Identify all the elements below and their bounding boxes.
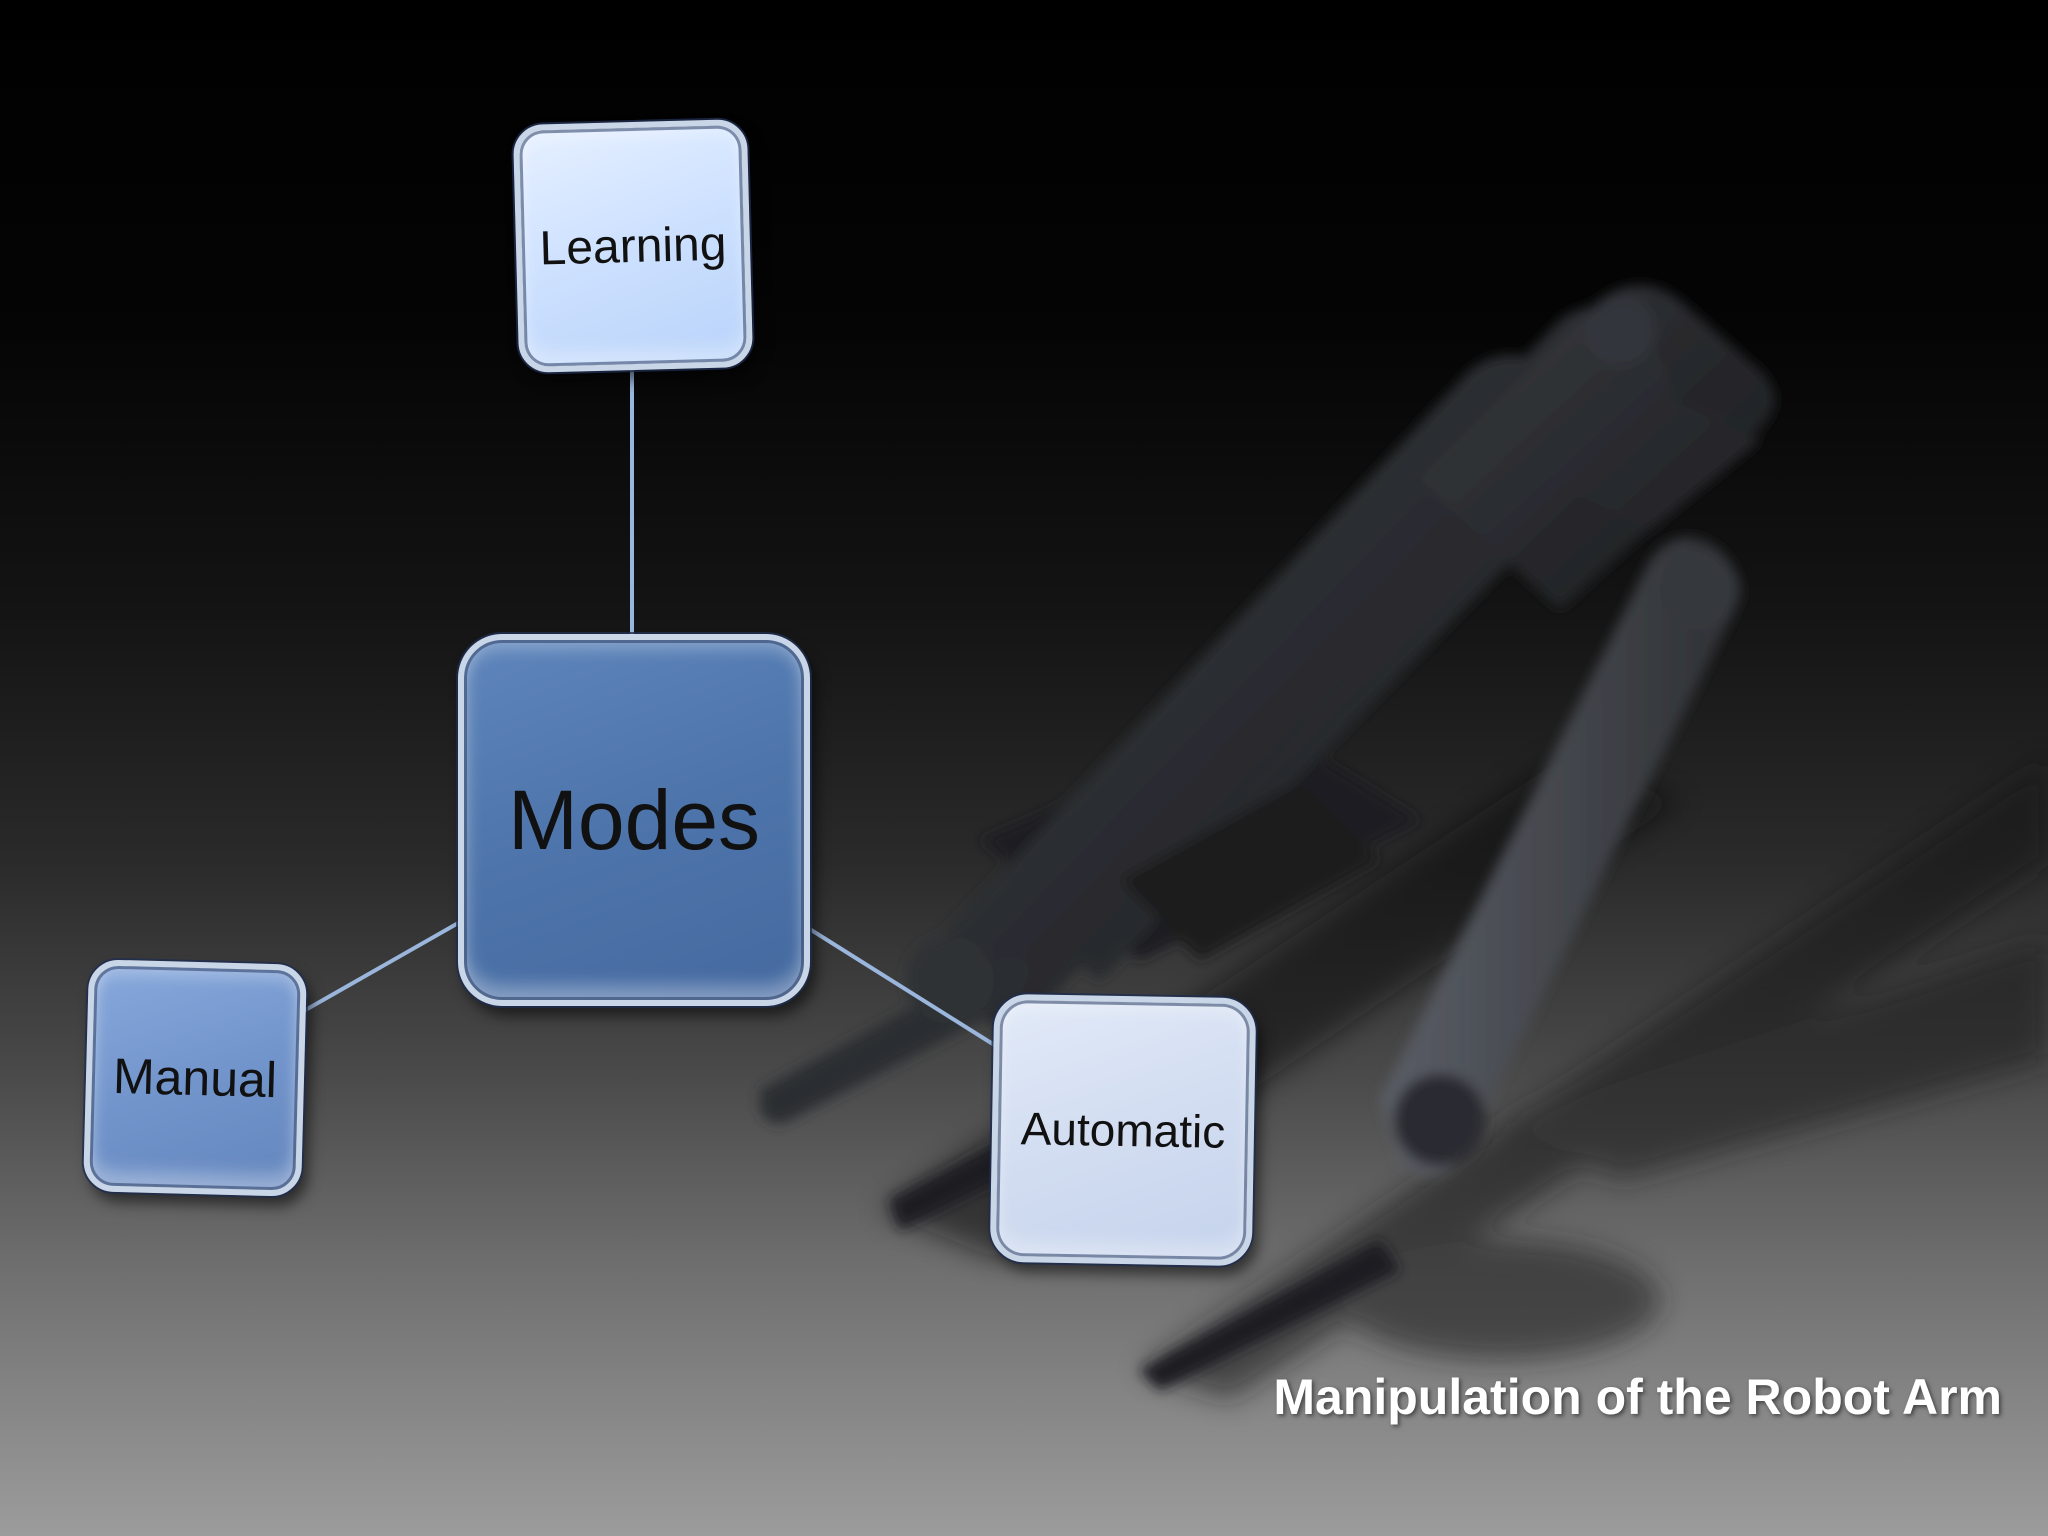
node-manual: Manual [83, 959, 307, 1197]
node-learning-label: Learning [538, 217, 728, 275]
connector-manual [301, 920, 461, 1014]
robot-arm-body [760, 285, 1775, 1390]
connector-automatic [806, 926, 998, 1048]
slide-caption: Manipulation of the Robot Arm [1273, 1369, 2002, 1425]
node-automatic-label: Automatic [1020, 1102, 1226, 1158]
node-learning: Learning [512, 118, 754, 374]
node-modes-label: Modes [507, 772, 761, 867]
node-manual-label: Manual [112, 1047, 278, 1109]
node-modes: Modes [458, 634, 810, 1006]
node-automatic: Automatic [989, 993, 1257, 1267]
